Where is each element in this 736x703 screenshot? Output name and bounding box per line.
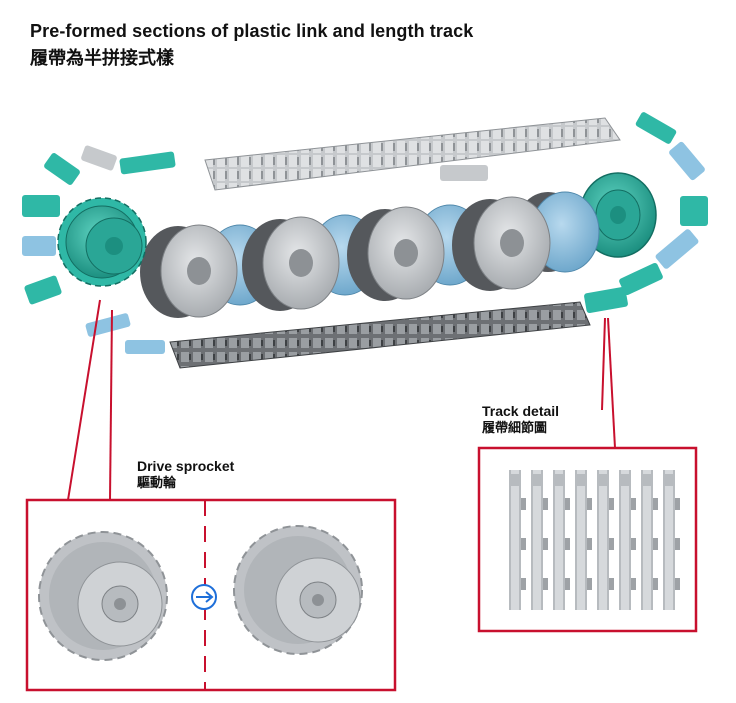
track-detail-label-en: Track detail: [482, 403, 560, 419]
drive-sprocket-label-zh: 驅動輪: [137, 476, 177, 491]
upper-track-run: [204, 117, 621, 191]
rear-track-links: [440, 112, 708, 314]
drive-sprocket-callout: Drive sprocket 驅動輪: [137, 457, 234, 493]
drive-sprocket-detail-box: [25, 498, 397, 692]
front-track-links: [22, 145, 176, 354]
page-title-en: Pre-formed sections of plastic link and …: [30, 21, 474, 41]
sprocket-view-right: [233, 525, 363, 655]
drive-sprocket-label-en: Drive sprocket: [137, 458, 235, 474]
track-detail-label-zh: 履帶細節圖: [482, 421, 548, 436]
drive-sprocket: [57, 197, 147, 287]
callout-lines: [67, 299, 616, 501]
road-wheels: [140, 191, 600, 318]
page-title-zh: 履帶為半拼接式樣: [30, 48, 174, 69]
sprocket-view-left: [38, 531, 168, 661]
track-detail-box: [477, 446, 698, 633]
swap-icon: [191, 584, 217, 610]
track-detail-callout: Track detail 履帶細節圖: [482, 402, 559, 438]
lower-track-run: [169, 301, 591, 369]
